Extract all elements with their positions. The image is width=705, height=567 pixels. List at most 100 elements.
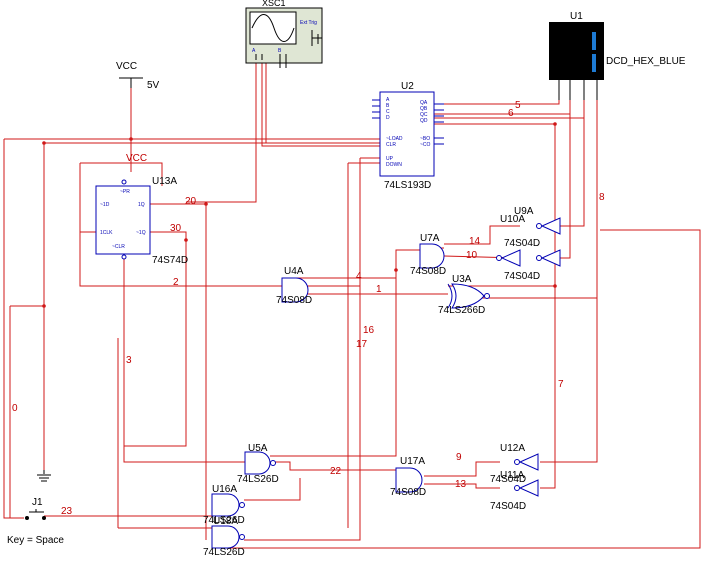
wires	[3, 58, 701, 549]
net-label: 6	[508, 108, 514, 119]
flip-flop-u13a[interactable]: U13A ~PR ~1D 1CLK ~CLR 1Q ~1Q 74S74D	[95, 176, 188, 266]
u3a-ref-label: U3A	[452, 274, 472, 285]
nand-gate-u5a[interactable]: U5A 74LS26D	[237, 443, 279, 485]
svg-text:~BO: ~BO	[420, 136, 430, 142]
wire-scope-a	[186, 58, 257, 203]
svg-text:QA: QA	[420, 100, 428, 106]
wire-loop-left	[3, 139, 24, 519]
u17a-body	[395, 467, 423, 493]
u7a-model-label: 74S08D	[410, 266, 446, 277]
u5a-body	[244, 451, 271, 475]
wire-net-7	[434, 123, 556, 489]
u11a-ref-label: U11A	[500, 470, 525, 481]
inverter-u9a[interactable]: U9A	[514, 206, 561, 235]
inverter-u11a[interactable]: U11A 74S04D	[490, 470, 539, 512]
and-gate-u17a[interactable]: U17A 74S08D	[390, 456, 426, 498]
u13a-ref-label: U13A	[152, 176, 177, 187]
hex-display-u1[interactable]: U1 DCD_HEX_BLUE	[549, 11, 686, 100]
wire-net-6	[434, 80, 571, 115]
u16a-ref-label: U16A	[212, 484, 237, 495]
net-label: 7	[558, 379, 564, 390]
vcc-source: VCC 5V VCC	[116, 61, 160, 164]
net-label: 30	[170, 223, 182, 234]
inverter-u10a[interactable]: U10A 74S04D 74S04D	[496, 214, 561, 282]
switch-j1[interactable]: J1 Key = Space	[7, 497, 64, 546]
u2-model-label: 74LS193D	[384, 180, 431, 191]
net-label: 14	[469, 236, 481, 247]
svg-text:C: C	[386, 109, 390, 115]
u11a-body	[518, 479, 539, 497]
net-label: 10	[466, 250, 478, 261]
net-label: 13	[455, 479, 467, 490]
u7a-ref-label: U7A	[420, 233, 440, 244]
wire-u9-in	[560, 118, 585, 227]
u12a-model-label: 74S04D	[490, 474, 526, 485]
net-label: 23	[61, 506, 73, 517]
u11a-model-label: 74S04D	[490, 501, 526, 512]
wire-net-9	[424, 461, 500, 477]
vcc-label: VCC	[116, 61, 137, 72]
and-gate-u4a[interactable]: U4A 74S08D	[276, 266, 312, 306]
net-labels: 0 1 2 3 4 5 6 7 8 9 10 13 14 16 17 20 22…	[12, 100, 605, 517]
wire-scope-b	[261, 58, 380, 147]
segment-c	[592, 54, 596, 72]
u4a-ref-label: U4A	[284, 266, 304, 277]
u12a-body	[518, 453, 539, 471]
sine-wave-icon	[251, 14, 295, 42]
u1-ref-label: U1	[570, 11, 583, 22]
svg-text:Ext Trig: Ext Trig	[300, 20, 317, 26]
net-label: 0	[12, 403, 18, 414]
nand-gate-u18a[interactable]: U18A 74LS26D	[203, 516, 245, 558]
wire-net-8	[540, 80, 598, 463]
wire-u5-in	[270, 250, 397, 457]
svg-text:~1Q: ~1Q	[136, 230, 146, 236]
u18a-model-label: 74LS26D	[203, 547, 245, 558]
u10a-model-label: 74S04D	[504, 238, 540, 249]
u16a-model-label: 74LS26D	[203, 515, 245, 526]
svg-text:1CLK: 1CLK	[100, 230, 113, 236]
net-label: 17	[356, 339, 368, 350]
oscilloscope-xsc1[interactable]: Ext Trig A B XSC1	[245, 0, 323, 68]
u5a-model-label: 74LS26D	[237, 474, 279, 485]
svg-text:1Q: 1Q	[138, 202, 145, 208]
svg-text:~PR: ~PR	[120, 189, 130, 195]
svg-text:CLR: CLR	[386, 142, 396, 148]
u9a-ref-label: U9A	[514, 206, 534, 217]
net-label: 22	[330, 466, 342, 477]
nand-gate-u16a[interactable]: U16A 74LS26D	[203, 484, 245, 526]
xnor-gate-u3a[interactable]: U3A 74LS266D	[438, 274, 490, 316]
wire-net-14	[444, 225, 520, 245]
wire-net-2	[79, 163, 282, 287]
net-label: 1	[376, 284, 382, 295]
j1-ref-label: J1	[32, 497, 43, 508]
svg-text:~CO: ~CO	[420, 142, 431, 148]
svg-text:A: A	[386, 97, 390, 103]
net-label: 20	[185, 196, 197, 207]
wire-u16-out	[244, 478, 301, 501]
net-label: 4	[356, 271, 362, 282]
u13a-model-label: 74S74D	[152, 255, 188, 266]
junctions	[42, 122, 557, 308]
net-label: 8	[599, 192, 605, 203]
svg-text:QB: QB	[420, 106, 428, 112]
scope-screen	[249, 11, 297, 45]
u2-ref-label: U2	[401, 81, 414, 92]
u16a-body	[211, 493, 240, 517]
svg-text:~1D: ~1D	[100, 202, 110, 208]
inverter-u12a[interactable]: U12A 74S04D	[490, 443, 539, 485]
svg-text:QD: QD	[420, 118, 428, 124]
scope-ref-label: XSC1	[262, 0, 286, 8]
wire-net-17	[244, 158, 361, 541]
u7a-body	[419, 243, 445, 269]
vcc2-label: VCC	[126, 153, 147, 164]
and-gate-u7a[interactable]: U7A 74S08D	[410, 233, 446, 277]
net-label: 2	[173, 277, 179, 288]
vcc-value: 5V	[147, 80, 160, 91]
svg-text:UP: UP	[386, 156, 394, 162]
u5a-ref-label: U5A	[248, 443, 268, 454]
net-label: 16	[363, 325, 375, 336]
u10a-body	[540, 249, 561, 267]
